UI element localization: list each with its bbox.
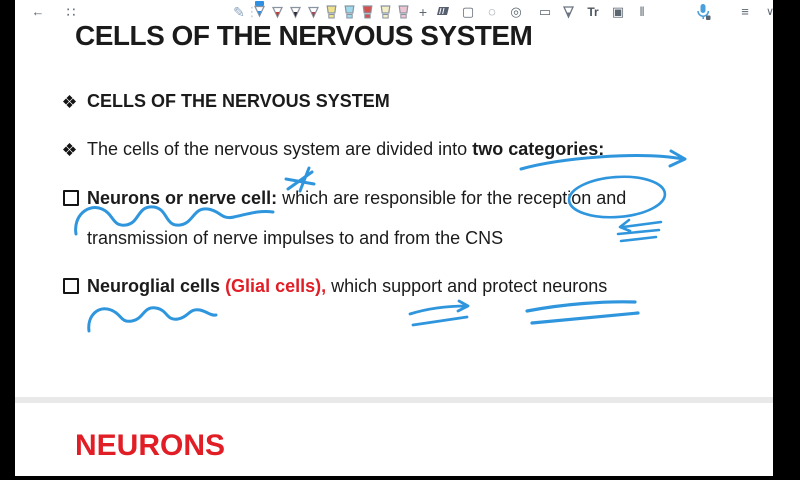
stylus-eraser-icon[interactable] <box>561 3 576 26</box>
pen-maroon[interactable] <box>306 1 321 21</box>
triple-underline-below-reception-ink <box>616 218 663 243</box>
diamond-bullet-icon <box>63 95 76 113</box>
lasso-select-icon[interactable]: ◌ <box>488 4 496 19</box>
bullet4-red-text: (Glial cells), <box>225 276 327 296</box>
bullet1-text: CELLS OF THE NERVOUS SYSTEM <box>87 91 390 111</box>
bottom-screen-edge <box>0 476 800 480</box>
page-canvas-2[interactable]: NEURONS <box>15 403 773 476</box>
bullet3: Neurons or nerve cell: which are respons… <box>87 188 626 209</box>
page-canvas-1[interactable]: CELLS OF THE NERVOUS SYSTEM CELLS OF THE… <box>15 0 773 397</box>
bullet4-text: which support and protect neurons <box>326 276 608 296</box>
bullet3-text: which are responsible for the reception … <box>277 188 627 208</box>
microphone-icon[interactable] <box>695 3 712 27</box>
pen-black[interactable] <box>288 1 303 21</box>
double-underline-support-ink <box>408 299 470 327</box>
slide2-title: NEURONS <box>75 429 226 462</box>
chevron-down-icon[interactable]: ∨ <box>765 6 775 18</box>
highlighter-red[interactable] <box>360 1 375 21</box>
double-underline-protect-ink <box>525 300 640 325</box>
square-bullet-icon <box>63 190 79 211</box>
circle-pen-tool-icon[interactable]: ◎ <box>510 4 522 19</box>
bullet4-bold-text: Neuroglial cells <box>87 276 226 296</box>
pen-red[interactable] <box>270 1 285 21</box>
pencil-tool-icon[interactable]: ✎ <box>233 4 245 20</box>
diamond-bullet-icon <box>63 143 76 161</box>
toolbar-drag-handle-icon[interactable]: ∷ <box>66 4 76 20</box>
highlighter-pink[interactable] <box>396 1 411 21</box>
bullet3-bold-text: Neurons or nerve cell: <box>87 188 278 208</box>
pause-icon[interactable]: ‖ <box>639 4 645 19</box>
insert-image-icon[interactable]: ▣ <box>611 4 625 19</box>
bullet2-bold-text: two categories: <box>472 139 605 159</box>
pen-blue[interactable] <box>252 0 267 20</box>
pen-row <box>252 1 411 21</box>
text-tool-icon[interactable]: Tr <box>587 5 599 19</box>
bullet2-text: The cells of the nervous system are divi… <box>87 139 473 159</box>
rect-select-icon[interactable]: ▢ <box>461 4 475 19</box>
eraser-icon[interactable] <box>435 3 451 23</box>
add-pen-button[interactable]: + <box>418 4 428 20</box>
screen-tool-icon[interactable]: ▭ <box>538 4 552 19</box>
menu-icon[interactable]: ≡ <box>741 4 749 19</box>
squiggle-under-neuroglial-ink <box>87 306 218 333</box>
bullet3-line2: transmission of nerve impulses to and fr… <box>87 228 504 248</box>
highlighter-pale-yellow[interactable] <box>378 1 393 21</box>
back-button[interactable]: ← <box>31 4 45 19</box>
annotation-toolbar: ← ∷ ✎ ⋮ + ▢ ◌ ◎ ▭ Tr ▣ ‖ ≡ ∨ <box>15 0 774 27</box>
highlighter-yellow[interactable] <box>324 1 339 21</box>
slide1-title: CELLS OF THE NERVOUS SYSTEM <box>75 20 533 51</box>
page-divider <box>15 397 773 403</box>
highlighter-light-blue[interactable] <box>342 1 357 21</box>
square-bullet-icon <box>63 278 79 299</box>
bullet4: Neuroglial cells (Glial cells), which su… <box>87 276 607 297</box>
bullet2: The cells of the nervous system are divi… <box>87 139 604 160</box>
